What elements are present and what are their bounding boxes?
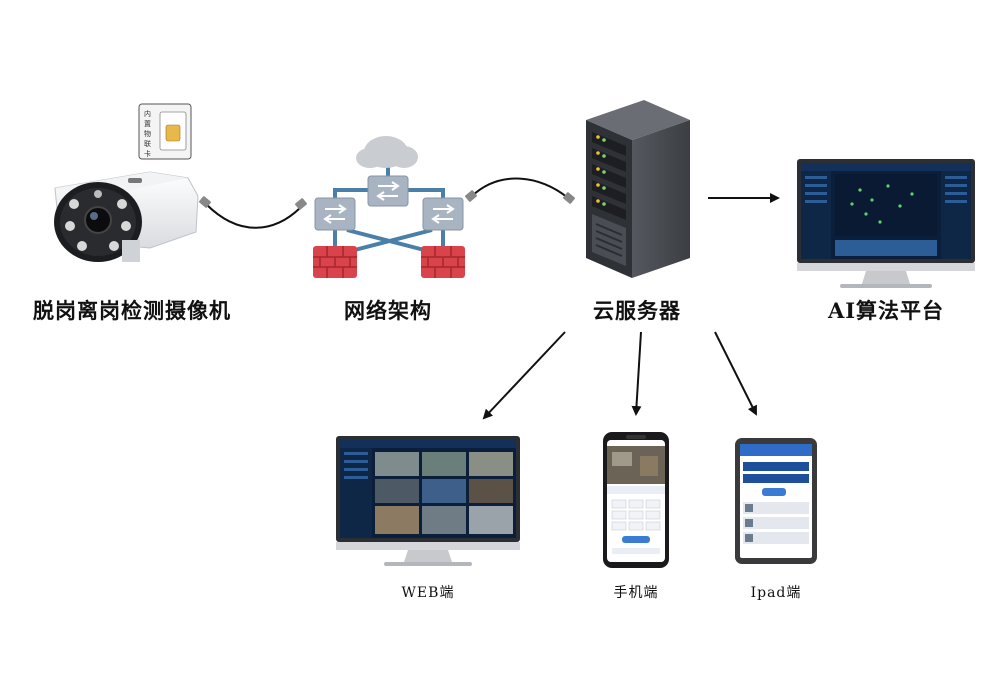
server-label: 云服务器 (593, 298, 681, 323)
arrow-server-web (482, 331, 566, 420)
camera-label: 脱岗离岗检测摄像机 (33, 298, 231, 323)
cloud-icon (356, 136, 418, 168)
ai-monitor-icon (797, 159, 975, 288)
arrow-server-mobile (631, 331, 642, 416)
web-video-grid (375, 452, 513, 534)
sim-card-text-2: 置 (144, 120, 151, 128)
sim-card-text-4: 联 (144, 139, 151, 148)
mobile-node: 手机端 (603, 432, 669, 601)
firewall-right-icon (421, 246, 465, 278)
switch-left-icon (314, 197, 356, 231)
web-monitor-icon (336, 436, 520, 566)
network-node: 网络架构 (313, 136, 465, 323)
network-label: 网络架构 (344, 298, 432, 323)
ipad-node: Ipad端 (735, 438, 817, 601)
arrow-server-ipad (714, 331, 757, 416)
web-label: WEB端 (402, 585, 455, 601)
server-node: 云服务器 (586, 100, 690, 323)
mobile-label: 手机端 (614, 585, 659, 601)
switch-right-icon (422, 197, 464, 231)
firewall-left-icon (313, 246, 357, 278)
mobile-phone-icon (603, 432, 669, 568)
web-node: WEB端 (336, 436, 520, 601)
sim-card-text-5: 卡 (144, 149, 151, 158)
sim-card-text-1: 内 (144, 109, 151, 118)
ipad-label: Ipad端 (751, 585, 802, 601)
ai-platform-node: AI算法平台 (797, 159, 975, 323)
server-rack-icon (586, 100, 690, 278)
sim-card-text-3: 物 (144, 129, 151, 138)
server-units (592, 132, 626, 266)
camera-icon (54, 171, 199, 262)
ipad-tablet-icon (735, 438, 817, 564)
switch-top-icon (367, 175, 409, 207)
cable-network-server (465, 177, 575, 204)
ai-platform-label: AI算法平台 (827, 298, 944, 323)
camera-node: 内 置 物 联 卡 脱岗离岗检测摄像机 (33, 103, 231, 323)
sim-card-icon: 内 置 物 联 卡 (138, 103, 192, 160)
cable-camera-network (199, 196, 307, 229)
